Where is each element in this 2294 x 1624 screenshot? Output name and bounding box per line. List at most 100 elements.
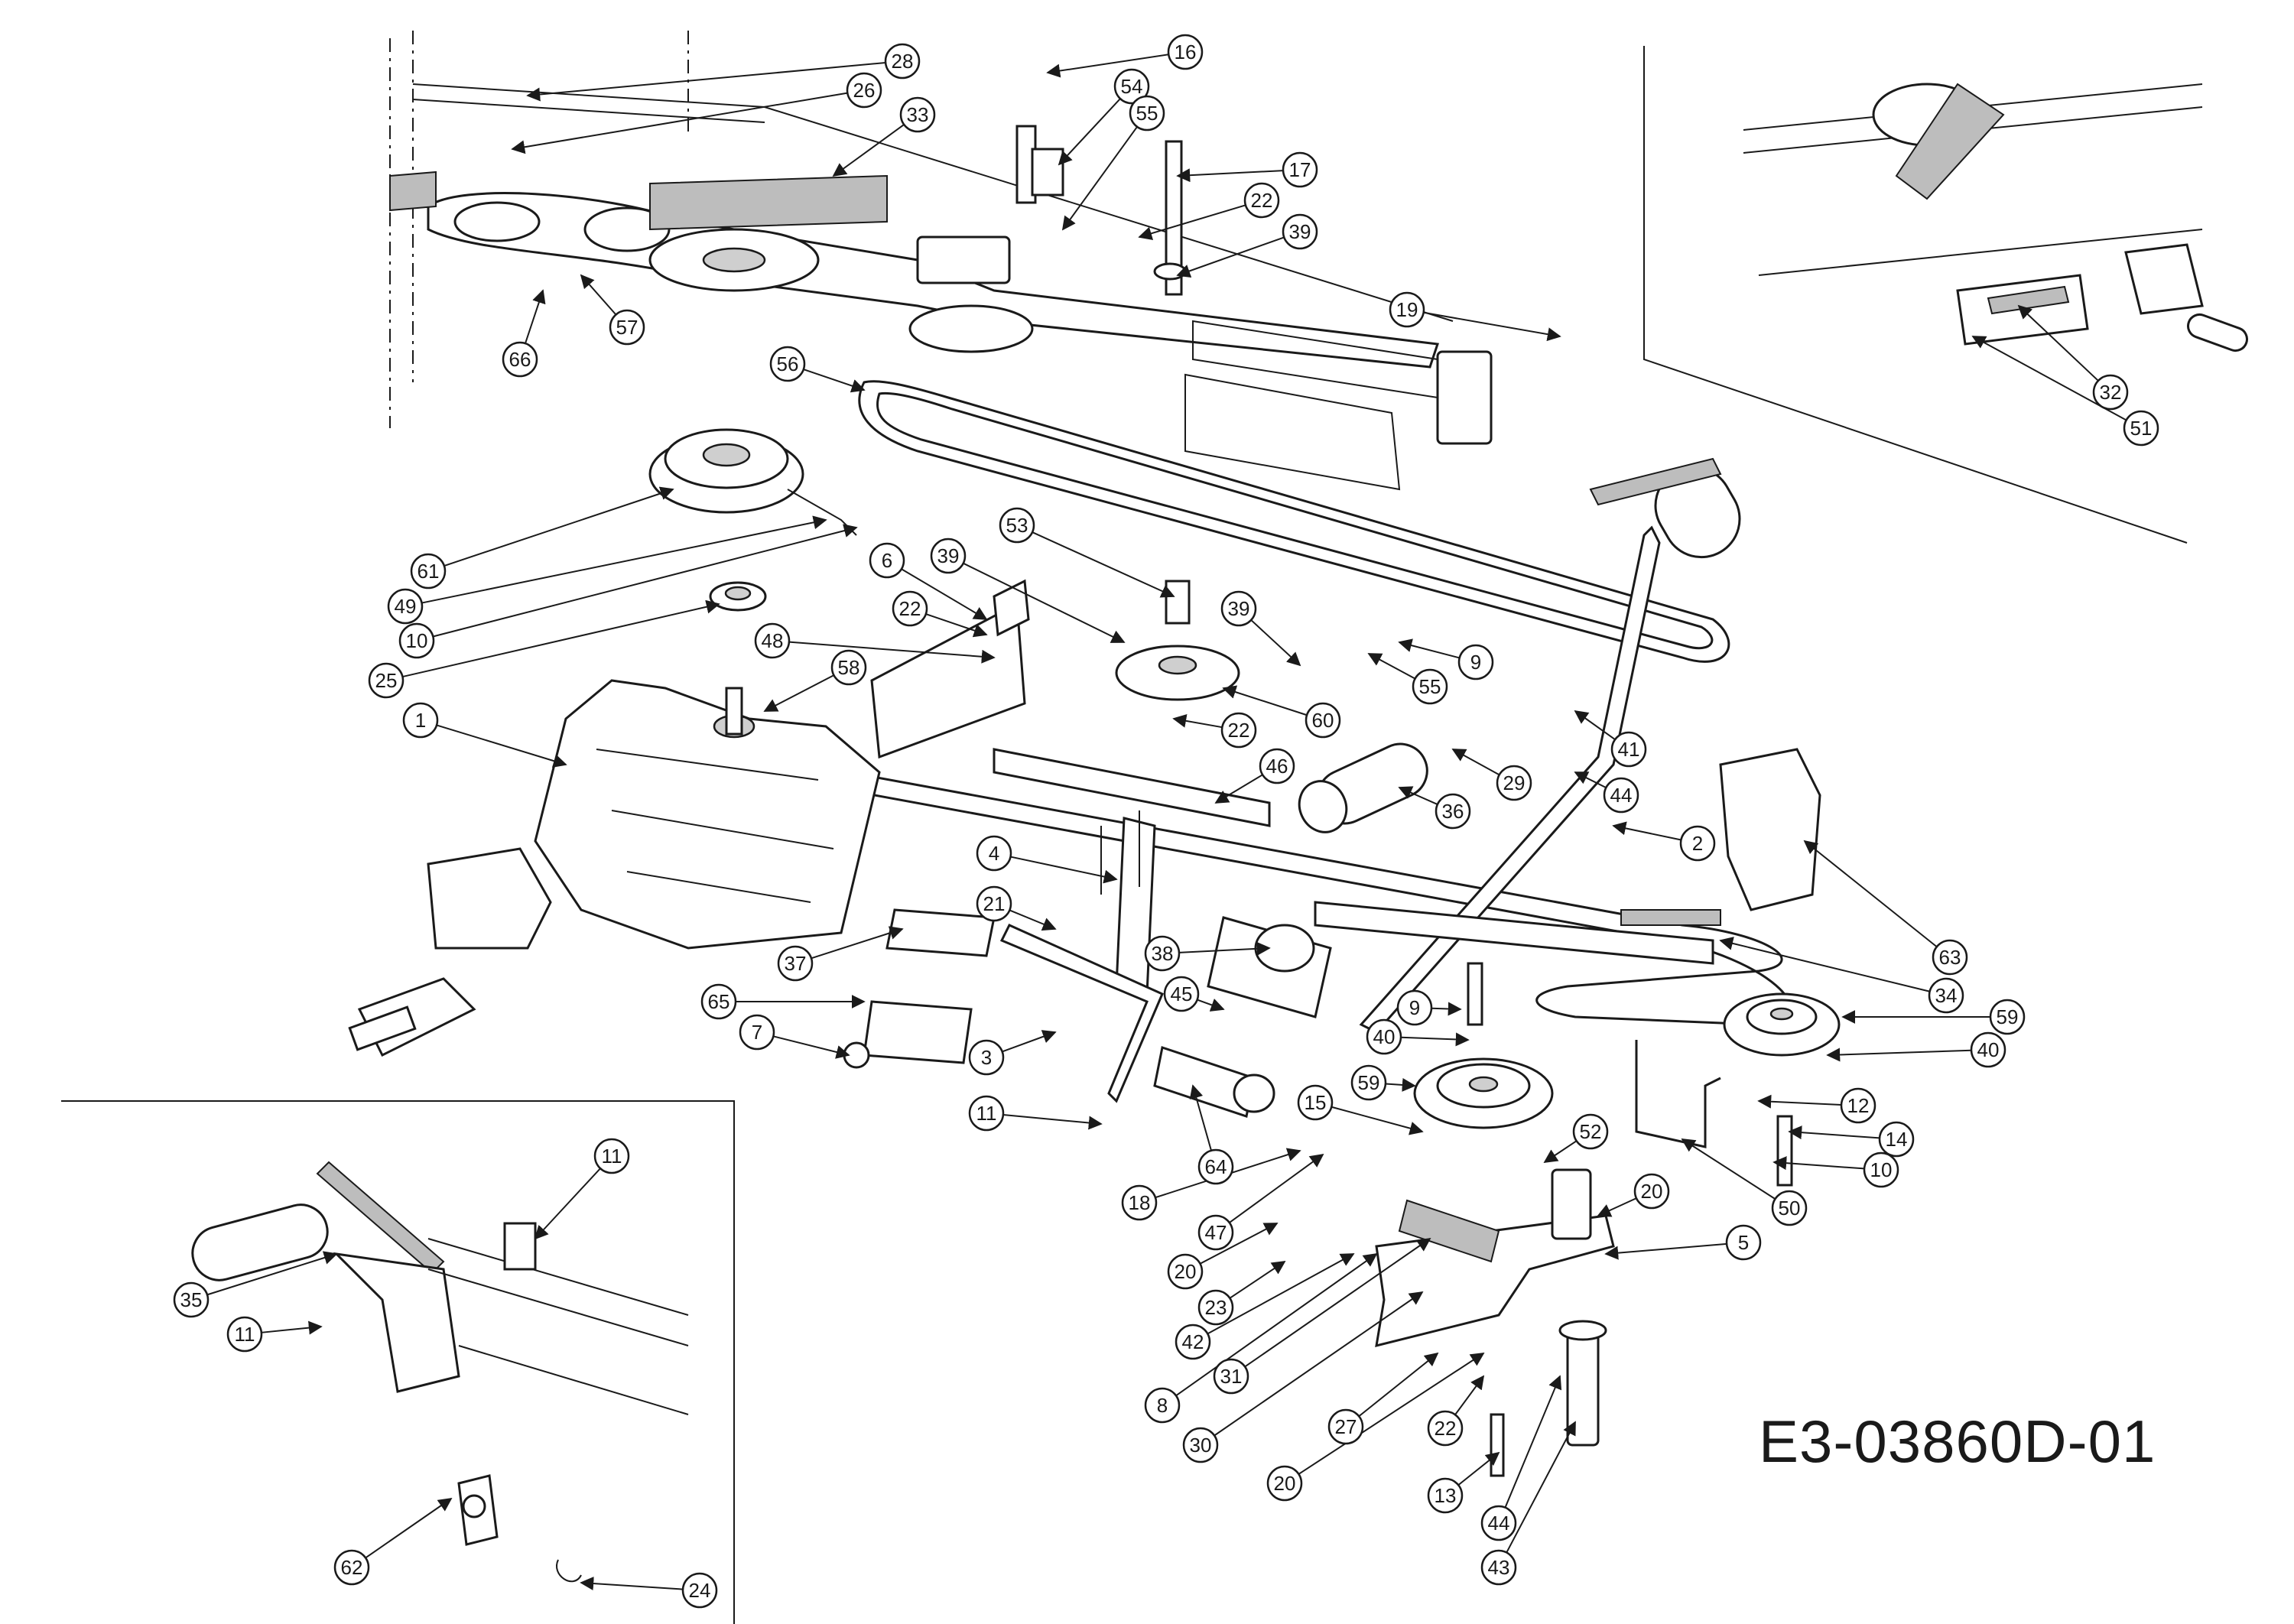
leader-line-59 xyxy=(1385,1077,1416,1092)
callout-part-18: 18 xyxy=(1121,1184,1158,1221)
callout-part-20: 20 xyxy=(1167,1253,1204,1290)
callout-number: 10 xyxy=(406,629,428,652)
callout-part-64: 64 xyxy=(1197,1148,1234,1185)
callout-number: 45 xyxy=(1171,983,1193,1005)
callout-number: 44 xyxy=(1488,1512,1510,1535)
callout-part-32: 32 xyxy=(2092,374,2129,411)
leader-line-11 xyxy=(261,1320,323,1335)
bracket-6 xyxy=(870,579,1030,759)
callout-circle xyxy=(173,1281,210,1318)
callout-part-45: 45 xyxy=(1163,976,1200,1012)
callout-number: 55 xyxy=(1419,675,1441,698)
callout-part-15: 15 xyxy=(1297,1084,1334,1121)
callout-number: 33 xyxy=(907,103,929,126)
callout-number: 39 xyxy=(937,544,960,567)
callout-circle xyxy=(609,309,645,346)
callout-number: 44 xyxy=(1610,784,1633,807)
callout-part-9: 9 xyxy=(1396,989,1433,1026)
leader-line-36 xyxy=(1398,786,1438,806)
callout-number: 22 xyxy=(1228,719,1250,742)
callout-part-12: 12 xyxy=(1840,1087,1876,1124)
plate-5 xyxy=(1375,1214,1615,1348)
callout-part-13: 13 xyxy=(1427,1477,1464,1514)
callout-part-36: 36 xyxy=(1435,793,1471,830)
callout-number: 25 xyxy=(375,669,398,692)
callout-number: 7 xyxy=(752,1021,762,1044)
callout-number: 40 xyxy=(1373,1025,1396,1048)
callout-part-16: 16 xyxy=(1167,34,1204,70)
callout-part-52: 52 xyxy=(1572,1113,1609,1150)
callout-number: 22 xyxy=(1251,189,1273,212)
callout-part-37: 37 xyxy=(777,945,814,982)
leader-line-37 xyxy=(811,926,904,960)
leader-line-58 xyxy=(763,674,834,712)
leader-line-11 xyxy=(1002,1114,1103,1130)
callout-part-26: 26 xyxy=(846,72,882,109)
callout-part-41: 41 xyxy=(1610,731,1647,768)
callout-part-54: 54 xyxy=(1113,68,1150,105)
callout-number: 38 xyxy=(1152,942,1174,965)
leader-line-41 xyxy=(1574,710,1616,741)
callout-part-39: 39 xyxy=(1220,590,1257,627)
callout-part-61: 61 xyxy=(410,553,447,590)
leader-line-4 xyxy=(1010,856,1118,884)
callout-part-11: 11 xyxy=(226,1316,263,1353)
leader-line-28 xyxy=(526,62,886,102)
callout-part-40: 40 xyxy=(1366,1018,1402,1055)
leader-line-20 xyxy=(1200,1223,1279,1265)
callout-circle xyxy=(1220,590,1257,627)
callout-part-39: 39 xyxy=(930,538,967,574)
callout-number: 35 xyxy=(180,1288,203,1311)
callout-part-4: 4 xyxy=(976,835,1012,872)
callout-circle xyxy=(1305,702,1341,739)
idler-pulley-59-right xyxy=(1723,992,1841,1057)
leader-line-30 xyxy=(1214,1291,1424,1437)
leader-line-44 xyxy=(1574,771,1607,789)
callout-part-44: 44 xyxy=(1480,1505,1517,1541)
lever-3 xyxy=(999,924,1164,1103)
leader-line-55 xyxy=(1061,126,1138,231)
leader-line-35 xyxy=(206,1251,338,1296)
callout-circle xyxy=(976,835,1012,872)
callout-number: 8 xyxy=(1157,1394,1168,1417)
callout-number: 59 xyxy=(1358,1071,1380,1094)
leader-line-14 xyxy=(1788,1125,1880,1140)
callout-part-57: 57 xyxy=(609,309,645,346)
leader-line-52 xyxy=(1543,1140,1578,1163)
callout-number: 51 xyxy=(2130,417,2153,440)
leader-line-63 xyxy=(1803,840,1938,948)
callout-number: 54 xyxy=(1121,75,1143,98)
leader-line-31 xyxy=(1244,1237,1431,1368)
callout-circle xyxy=(1297,1084,1334,1121)
callout-number: 22 xyxy=(1435,1417,1457,1440)
callout-part-10: 10 xyxy=(398,622,435,659)
callout-circle xyxy=(1427,1410,1464,1447)
callout-number: 30 xyxy=(1190,1434,1212,1457)
leader-line-56 xyxy=(803,369,866,393)
callout-part-22: 22 xyxy=(1243,182,1280,219)
callout-part-3: 3 xyxy=(968,1039,1005,1076)
callout-number: 18 xyxy=(1129,1191,1151,1214)
callout-part-27: 27 xyxy=(1327,1408,1364,1445)
callout-circle xyxy=(1197,1289,1234,1326)
leader-line-12 xyxy=(1757,1094,1842,1109)
callout-number: 12 xyxy=(1847,1094,1870,1117)
leader-line-1 xyxy=(436,724,567,768)
callout-part-22: 22 xyxy=(892,590,928,627)
inset-top-right-detail xyxy=(1743,83,2248,352)
callout-circle xyxy=(777,945,814,982)
leader-line-5 xyxy=(1604,1242,1727,1260)
callout-circle xyxy=(1633,1173,1670,1210)
callout-circle xyxy=(1989,999,2026,1035)
callout-circle xyxy=(1113,68,1150,105)
leader-line-25 xyxy=(402,599,720,678)
leader-line-49 xyxy=(421,515,827,604)
callout-number: 26 xyxy=(853,79,876,102)
callout-number: 50 xyxy=(1779,1197,1801,1220)
callout-number: 3 xyxy=(981,1046,992,1069)
callout-number: 47 xyxy=(1205,1221,1227,1244)
callout-circle xyxy=(976,885,1012,922)
callout-part-58: 58 xyxy=(830,649,867,686)
callout-number: 31 xyxy=(1220,1365,1243,1388)
rod-50 xyxy=(1635,1040,1721,1148)
